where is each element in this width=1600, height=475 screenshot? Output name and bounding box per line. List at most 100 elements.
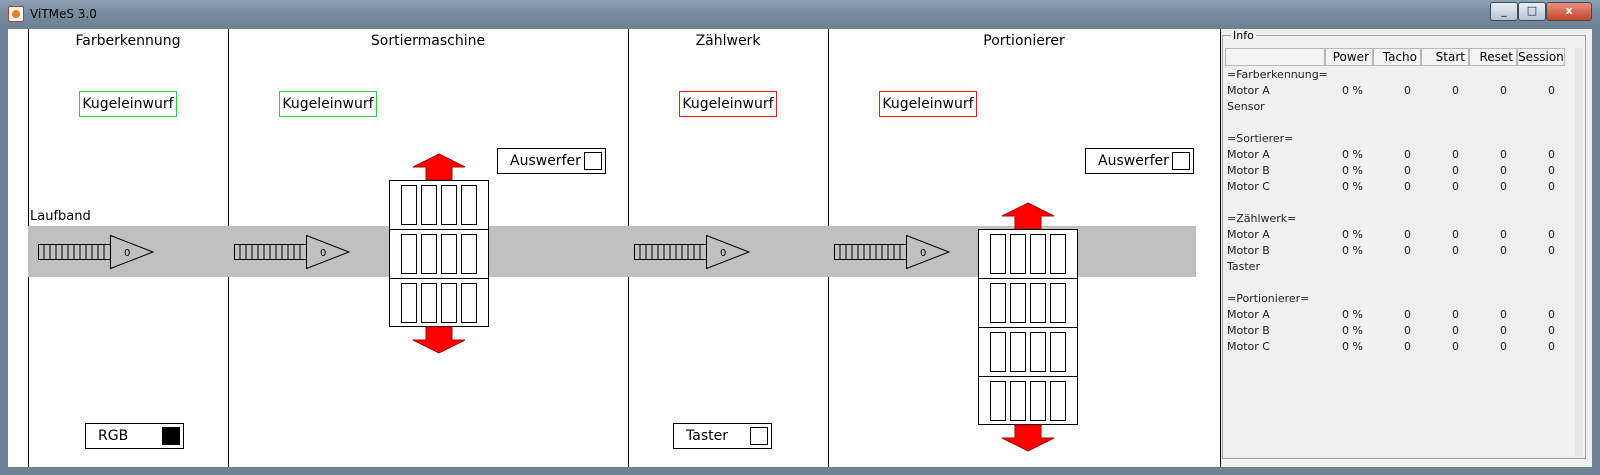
info-cell: 0 <box>1548 340 1555 353</box>
info-cell: 0 % <box>1342 340 1363 353</box>
kugeleinwurf-button-farberkennung[interactable]: Kugeleinwurf <box>79 91 177 117</box>
info-cell: 0 % <box>1342 244 1363 257</box>
info-panel: Info Power Tacho Start Reset Session =Fa… <box>1222 29 1586 459</box>
info-cell: 0 <box>1548 84 1555 97</box>
info-row <box>1225 115 1565 131</box>
arrow-up-icon[interactable] <box>1001 202 1055 230</box>
magazine-slot <box>979 279 1077 328</box>
magazine-slot <box>390 181 488 230</box>
info-row: =Sortierer= <box>1225 131 1565 147</box>
info-row-label: Motor B <box>1227 324 1270 337</box>
info-cell: 0 <box>1548 324 1555 337</box>
info-row-label: Sensor <box>1227 100 1265 113</box>
info-row: Sensor <box>1225 99 1565 115</box>
info-row-label: Motor B <box>1227 244 1270 257</box>
java-app-icon <box>8 6 24 22</box>
simulation-canvas: Farberkennung Sortiermaschine Zählwerk P… <box>8 29 1221 467</box>
info-cell: 0 <box>1500 340 1507 353</box>
station-divider <box>1220 29 1221 467</box>
info-row-label: =Portionierer= <box>1227 292 1310 305</box>
station-header-farberkennung: Farberkennung <box>75 33 181 49</box>
info-cell: 0 % <box>1342 84 1363 97</box>
conveyor-arrow-icon[interactable]: 0 <box>834 234 951 270</box>
info-cell: 0 <box>1500 180 1507 193</box>
info-cell: 0 <box>1548 308 1555 321</box>
info-cell: 0 <box>1548 180 1555 193</box>
info-cell: 0 <box>1452 324 1459 337</box>
info-row <box>1225 195 1565 211</box>
taster-sensor[interactable]: Taster <box>673 423 772 449</box>
info-row-label: Motor B <box>1227 164 1270 177</box>
kugeleinwurf-button-portionierer[interactable]: Kugeleinwurf <box>879 91 977 117</box>
info-cell: 0 <box>1452 84 1459 97</box>
station-header-zaehlwerk: Zählwerk <box>695 33 761 49</box>
info-cell: 0 <box>1404 148 1411 161</box>
window-client-area: Farberkennung Sortiermaschine Zählwerk P… <box>8 29 1592 467</box>
info-cell: 0 <box>1500 244 1507 257</box>
station-header-portionierer: Portionierer <box>983 33 1065 49</box>
arrow-down-icon[interactable] <box>1001 424 1055 452</box>
conveyor-arrow-icon[interactable]: 0 <box>234 234 351 270</box>
arrow-up-icon[interactable] <box>412 153 466 181</box>
column-header-reset[interactable]: Reset <box>1469 48 1517 66</box>
maximize-button[interactable]: □ <box>1518 2 1546 21</box>
info-cell: 0 <box>1404 180 1411 193</box>
info-row-label: =Farberkennung= <box>1227 68 1328 81</box>
rgb-color-swatch <box>162 427 180 445</box>
info-cell: 0 <box>1404 244 1411 257</box>
rgb-sensor[interactable]: RGB <box>85 423 184 449</box>
laufband-label: Laufband <box>30 209 91 224</box>
info-row <box>1225 275 1565 291</box>
column-header-power[interactable]: Power <box>1325 48 1373 66</box>
motor-value: 0 <box>320 248 326 259</box>
auswerfer-label: Auswerfer <box>1098 153 1169 169</box>
info-cell: 0 <box>1452 308 1459 321</box>
auswerfer-sortierer[interactable]: Auswerfer <box>497 148 606 174</box>
portioner-magazine <box>978 229 1078 425</box>
taster-label: Taster <box>686 428 728 444</box>
auswerfer-indicator <box>584 152 602 170</box>
kugeleinwurf-button-zaehlwerk[interactable]: Kugeleinwurf <box>679 91 777 117</box>
magazine-slot <box>979 328 1077 377</box>
info-cell: 0 <box>1500 164 1507 177</box>
info-cell: 0 <box>1500 308 1507 321</box>
conveyor-arrow-icon[interactable]: 0 <box>38 234 155 270</box>
info-cell: 0 % <box>1342 148 1363 161</box>
info-row: Taster <box>1225 259 1565 275</box>
info-row-label: =Sortierer= <box>1227 132 1294 145</box>
info-cell: 0 <box>1452 340 1459 353</box>
arrow-down-icon[interactable] <box>412 326 466 354</box>
kugeleinwurf-button-sortiermaschine[interactable]: Kugeleinwurf <box>279 91 377 117</box>
info-row-label: Motor C <box>1227 340 1270 353</box>
info-cell: 0 <box>1452 244 1459 257</box>
info-scrollbar[interactable] <box>1575 48 1583 456</box>
conveyor-arrow-icon[interactable]: 0 <box>634 234 751 270</box>
info-row-label: Motor A <box>1227 84 1270 97</box>
minimize-button[interactable]: _ <box>1490 2 1518 21</box>
info-cell: 0 <box>1404 324 1411 337</box>
column-header-label <box>1225 48 1325 66</box>
info-cell: 0 <box>1404 340 1411 353</box>
info-cell: 0 <box>1500 324 1507 337</box>
column-header-tacho[interactable]: Tacho <box>1373 48 1421 66</box>
rgb-label: RGB <box>98 428 129 444</box>
auswerfer-portionierer[interactable]: Auswerfer <box>1085 148 1194 174</box>
magazine-slot <box>979 230 1077 279</box>
column-header-start[interactable]: Start <box>1421 48 1469 66</box>
info-row: Motor C 0 % 0 0 0 0 <box>1225 339 1565 355</box>
info-cell: 0 % <box>1342 164 1363 177</box>
info-cell: 0 % <box>1342 228 1363 241</box>
info-row-label: =Zählwerk= <box>1227 212 1297 225</box>
close-button[interactable]: x <box>1546 2 1592 21</box>
info-cell: 0 <box>1452 228 1459 241</box>
info-row: =Portionierer= <box>1225 291 1565 307</box>
info-row-label: Taster <box>1227 260 1260 273</box>
info-cell: 0 <box>1404 84 1411 97</box>
column-header-session[interactable]: Session <box>1517 48 1565 66</box>
info-cell: 0 <box>1404 308 1411 321</box>
